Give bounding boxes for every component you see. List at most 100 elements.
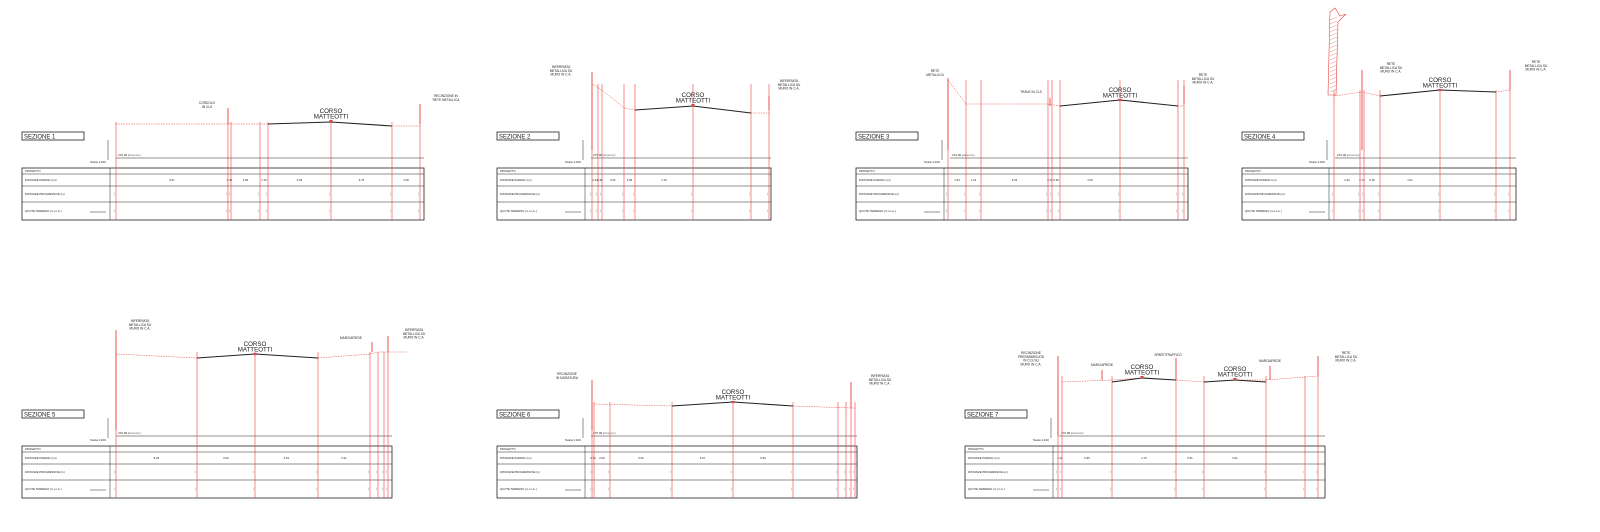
station-value: — [589, 209, 592, 212]
road-surface [1111, 377, 1177, 383]
station-value: — [1201, 487, 1204, 490]
scale-label: Scala 1:100 [1309, 160, 1325, 164]
datum-label: 270.00 (m s.l.m.) [118, 153, 141, 157]
road-surface [1059, 99, 1179, 107]
station-value: — [1117, 192, 1120, 195]
scale-label: Scala 1:100 [1033, 438, 1049, 442]
annotation: INFERRIATA [131, 319, 150, 323]
station-value: — [945, 192, 948, 195]
table-row-label: QUOTE TERRENO (m s.l.m.) [25, 209, 62, 213]
section-title-box [496, 409, 560, 419]
tree-hatch [1329, 52, 1338, 57]
annotation: RECINZIONE [557, 372, 577, 376]
station-value: — [835, 487, 838, 490]
section-title-box [855, 131, 919, 141]
annotation: MURO IN C.A. [1336, 359, 1357, 363]
partial-distance: 6.36 [1053, 178, 1059, 182]
station-value: — [1315, 470, 1318, 473]
partial-distance: 1.00 [1087, 178, 1093, 182]
partial-distance: 6.61 [284, 456, 290, 460]
station-value: — [599, 209, 602, 212]
station-value: — [748, 192, 751, 195]
partial-distance: 6.95 [1084, 456, 1090, 460]
section-title: SEZIONE 1 [24, 135, 56, 141]
station-value: — [194, 470, 197, 473]
tree-hatch [1329, 36, 1338, 41]
station-value: — [1361, 192, 1364, 195]
station-value: — [367, 470, 370, 473]
station-value: — [328, 209, 331, 212]
section-title: SEZIONE 5 [24, 413, 56, 419]
annotation: RETE [1342, 351, 1351, 355]
station-value: — [113, 192, 116, 195]
road-name: CORSO [1429, 77, 1452, 84]
annotation: METALLICA SU [1192, 77, 1215, 81]
station-value: — [852, 487, 855, 490]
partial-distance: 2.34 [592, 178, 598, 182]
station-value: — [389, 209, 392, 212]
table-row-label: PROGETTO [968, 447, 984, 451]
partial-distance: 0.80 [597, 178, 603, 182]
station-value: — [385, 487, 388, 490]
station-value: — [1173, 470, 1176, 473]
tree-hatch [1329, 64, 1338, 69]
table-row-label: DISTANZE PARZIALI (m) [1245, 178, 1277, 182]
station-value: — [595, 209, 598, 212]
annotation: RETE [931, 69, 940, 73]
section-title-box [1241, 131, 1305, 141]
annotation: TRAVE IN CLS [1020, 90, 1042, 94]
partial-distance: 3.01 [1232, 456, 1238, 460]
annotation: IN CLS SU [1023, 359, 1039, 363]
annotation: MURO IN C.A. [1021, 362, 1042, 366]
station-value: — [1357, 209, 1360, 212]
station-value: — [963, 192, 966, 195]
tree-hatch [1329, 80, 1338, 85]
station-value: — [381, 487, 384, 490]
partial-distance: 6.01 [610, 178, 616, 182]
tree-hatch [1329, 68, 1338, 73]
tree-hatch [1329, 88, 1338, 93]
station-value: — [690, 192, 693, 195]
annotation: SPARTITRAFFICO [1154, 353, 1182, 357]
station-value: — [1201, 470, 1204, 473]
road-name: MATTEOTTI [676, 98, 711, 105]
station-value: — [417, 192, 420, 195]
table-frame [855, 167, 1189, 221]
annotation: RECINZIONE [1021, 351, 1041, 355]
road-surface [267, 121, 393, 127]
partial-distance: 1.54 [954, 178, 960, 182]
station-value: — [225, 209, 228, 212]
table-row-label: PROGETTO [859, 169, 875, 173]
section-title: SEZIONE 4 [1244, 135, 1276, 141]
section-title-box [21, 409, 85, 419]
tree-hatch [1329, 24, 1338, 29]
station-value: — [1263, 487, 1266, 490]
partial-distance: 2.06 [599, 456, 605, 460]
road-name: MATTEOTTI [1103, 93, 1138, 100]
station-value: — [1055, 470, 1058, 473]
road-name: MATTEOTTI [238, 347, 273, 354]
road-name: CORSO [1109, 87, 1132, 94]
annotation: MARCIAPIEDE [1259, 359, 1281, 363]
station-value: — [1263, 470, 1266, 473]
annotation: MURO IN C.A. [870, 382, 891, 386]
station-value: — [1117, 209, 1120, 212]
annotation: RETE [1199, 73, 1208, 77]
table-row-label: PROGETTO [500, 447, 516, 451]
partial-distance: 6.67 [169, 178, 175, 182]
station-value: — [252, 487, 255, 490]
table-frame [964, 445, 1326, 499]
partial-distance: 6.06 [627, 178, 633, 182]
partial-distance: 6.06 [223, 456, 229, 460]
station-value: — [1057, 209, 1060, 212]
station-value: — [1181, 209, 1184, 212]
road-name: CORSO [244, 341, 267, 348]
annotation: MARCIAPIEDE [340, 336, 362, 340]
annotation: RETE [1532, 60, 1541, 64]
table-row-label: PROGETTO [25, 447, 41, 451]
station-value: — [591, 470, 594, 473]
partial-distance: 5.16 [1012, 178, 1018, 182]
